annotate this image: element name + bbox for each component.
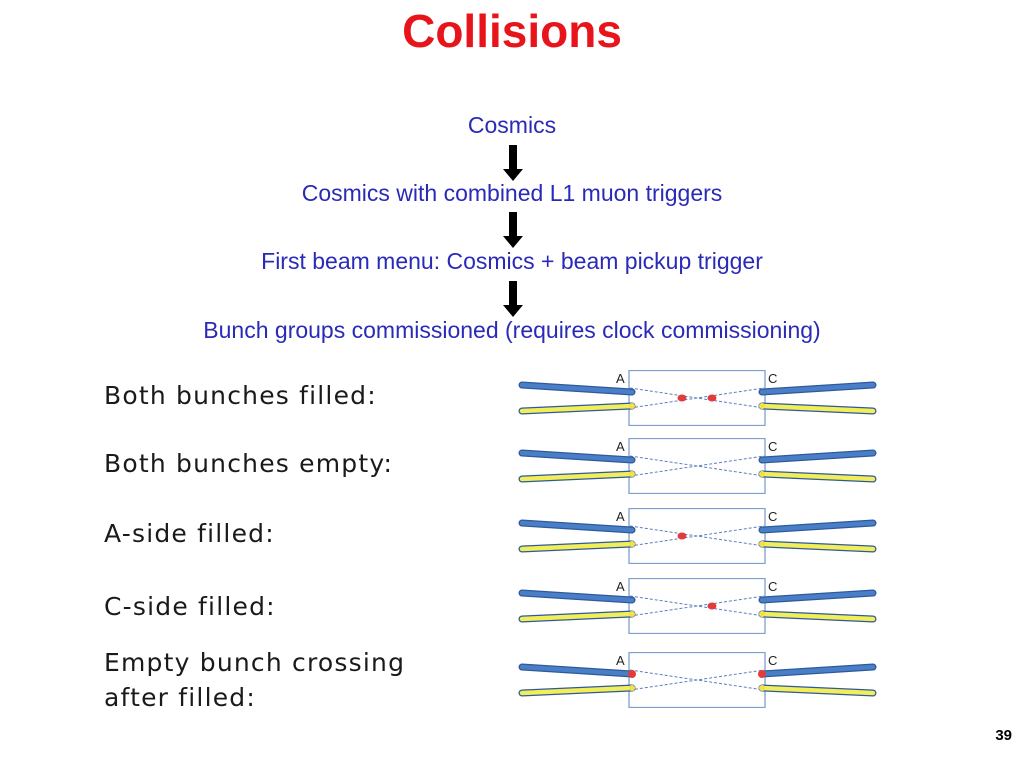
collision-dot [707,394,717,402]
pipe-tip [759,541,765,547]
beam-pipe-c-upper [759,382,876,395]
beam-pipe-a-lower [519,471,635,482]
beam-end-mark [758,670,766,678]
crossing-path [629,595,765,617]
detector-box [628,508,766,564]
beam-pipe-a-upper [519,520,635,533]
beam-pipe-a-lower [519,685,635,696]
pipe-tip [759,471,765,477]
detector-box [628,370,766,426]
side-a-label: A [616,579,625,594]
side-a-label: A [616,371,625,386]
beam-pipe-a-upper [519,664,635,677]
beam-pipe-c-lower [759,685,876,696]
down-arrow-icon [503,145,523,181]
pipe-tip [629,403,635,409]
detector-box [628,438,766,494]
pipe-tip [629,541,635,547]
side-c-label: C [768,371,777,386]
row-label-c-side: C-side filled: [104,592,276,621]
beam-pipe-a-lower [519,611,635,622]
beam-pipe-c-upper [759,520,876,533]
crossing-path [629,669,765,691]
beam-pipe-a-upper [519,382,635,395]
flow-step-cosmics: Cosmics [467,112,557,138]
beam-pipe-c-lower [759,403,876,414]
pipe-tip [759,403,765,409]
slide-title: Collisions [402,5,622,57]
beam-pipe-c-upper [759,590,876,603]
down-arrow-icon [503,212,523,248]
down-arrow-icon [503,281,523,317]
flow-step-first-beam-menu: First beam menu: Cosmics + beam pickup t… [261,248,763,274]
pipe-tip [629,685,635,691]
collision-dot [707,602,717,610]
row-label-both-empty: Both bunches empty: [104,449,394,478]
detector-box [628,578,766,634]
flow-step-bunch-groups: Bunch groups commissioned (requires cloc… [203,317,821,343]
beam-pipe-c-upper [759,450,876,463]
side-c-label: C [768,439,777,454]
beam-pipe-a-lower [519,403,635,414]
beam-pipe-c-lower [759,611,876,622]
collision-dot [677,394,687,402]
beam-pipe-c-lower [759,471,876,482]
crossing-path [629,387,765,409]
page-number: 39 [995,727,1012,744]
pipe-tip [629,611,635,617]
row-label-both-filled: Both bunches filled: [104,381,377,410]
crossing-path [629,455,765,477]
side-c-label: C [768,579,777,594]
beam-pipe-a-upper [519,450,635,463]
beam-pipe-c-lower [759,541,876,552]
row-label-empty-crossing-line2: after filled: [104,683,257,712]
crossing-path [629,525,765,547]
pipe-tip [629,471,635,477]
side-a-label: A [616,509,625,524]
row-label-a-side: A-side filled: [104,519,275,548]
detector-box [628,652,766,708]
beam-end-mark [628,670,636,678]
pipe-tip [759,611,765,617]
flow-step-combined-l1: Cosmics with combined L1 muon triggers [301,180,723,206]
row-label-empty-crossing: Empty bunch crossing [104,648,406,677]
side-a-label: A [616,653,625,668]
beam-pipe-a-lower [519,541,635,552]
side-a-label: A [616,439,625,454]
pipe-tip [759,685,765,691]
beam-pipe-c-upper [759,664,876,677]
side-c-label: C [768,509,777,524]
beam-pipe-a-upper [519,590,635,603]
collision-dot [677,532,687,540]
side-c-label: C [768,653,777,668]
